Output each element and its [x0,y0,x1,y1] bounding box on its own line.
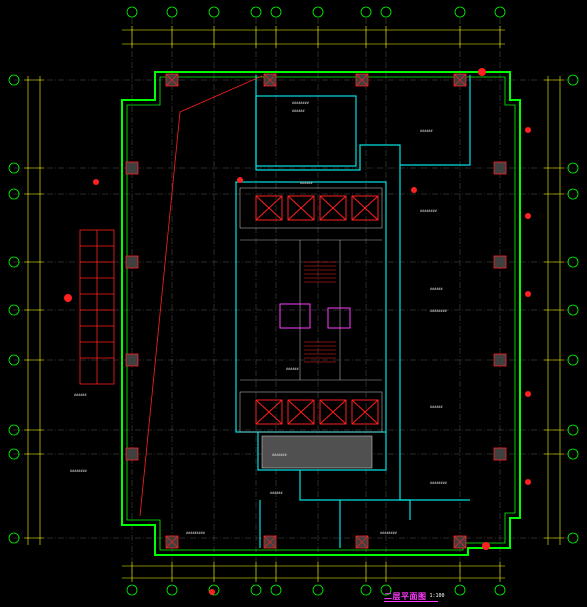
svg-text:######: ###### [74,393,88,397]
annotation-markers [64,68,531,595]
drawing-title: 二层平面图 [384,591,427,601]
dimension-lines [27,29,561,579]
core-interior [239,187,383,433]
left-ramp [79,229,115,385]
column-x-marks [165,73,467,549]
svg-text:#########: ######### [186,531,206,535]
svg-text:########: ######## [70,469,88,473]
dimension-ticks [24,26,564,582]
svg-text:########: ######## [430,309,448,313]
svg-text:######: ###### [430,287,444,291]
title-underline [384,601,438,602]
columns [125,73,507,549]
diagonal-line [139,111,181,517]
core-walls [235,75,471,548]
svg-text:#######: ####### [272,453,288,457]
grey-zone [261,435,373,469]
drawing-scale: 1:100 [429,593,445,599]
diagonal-line-top [179,75,263,113]
svg-text:########: ######## [292,101,310,105]
svg-text:######: ###### [286,367,300,371]
svg-text:######: ###### [270,491,284,495]
svg-text:########: ######## [380,531,398,535]
svg-text:######: ###### [420,129,434,133]
outer-wall [121,71,521,556]
stairs [304,261,336,363]
svg-text:########: ######## [420,209,438,213]
svg-text:######: ###### [430,405,444,409]
elevators [255,195,379,425]
svg-text:######: ###### [292,109,306,113]
svg-text:########: ######## [430,481,448,485]
svg-text:######: ###### [300,181,314,185]
drawing-title-block: 二层平面图 1:100 [384,590,445,602]
outer-wall-inner [126,76,516,551]
grid-bubbles [8,6,579,596]
magenta-shafts [279,303,351,329]
annotation-text-marks: ############## ############## ##########… [70,101,448,535]
